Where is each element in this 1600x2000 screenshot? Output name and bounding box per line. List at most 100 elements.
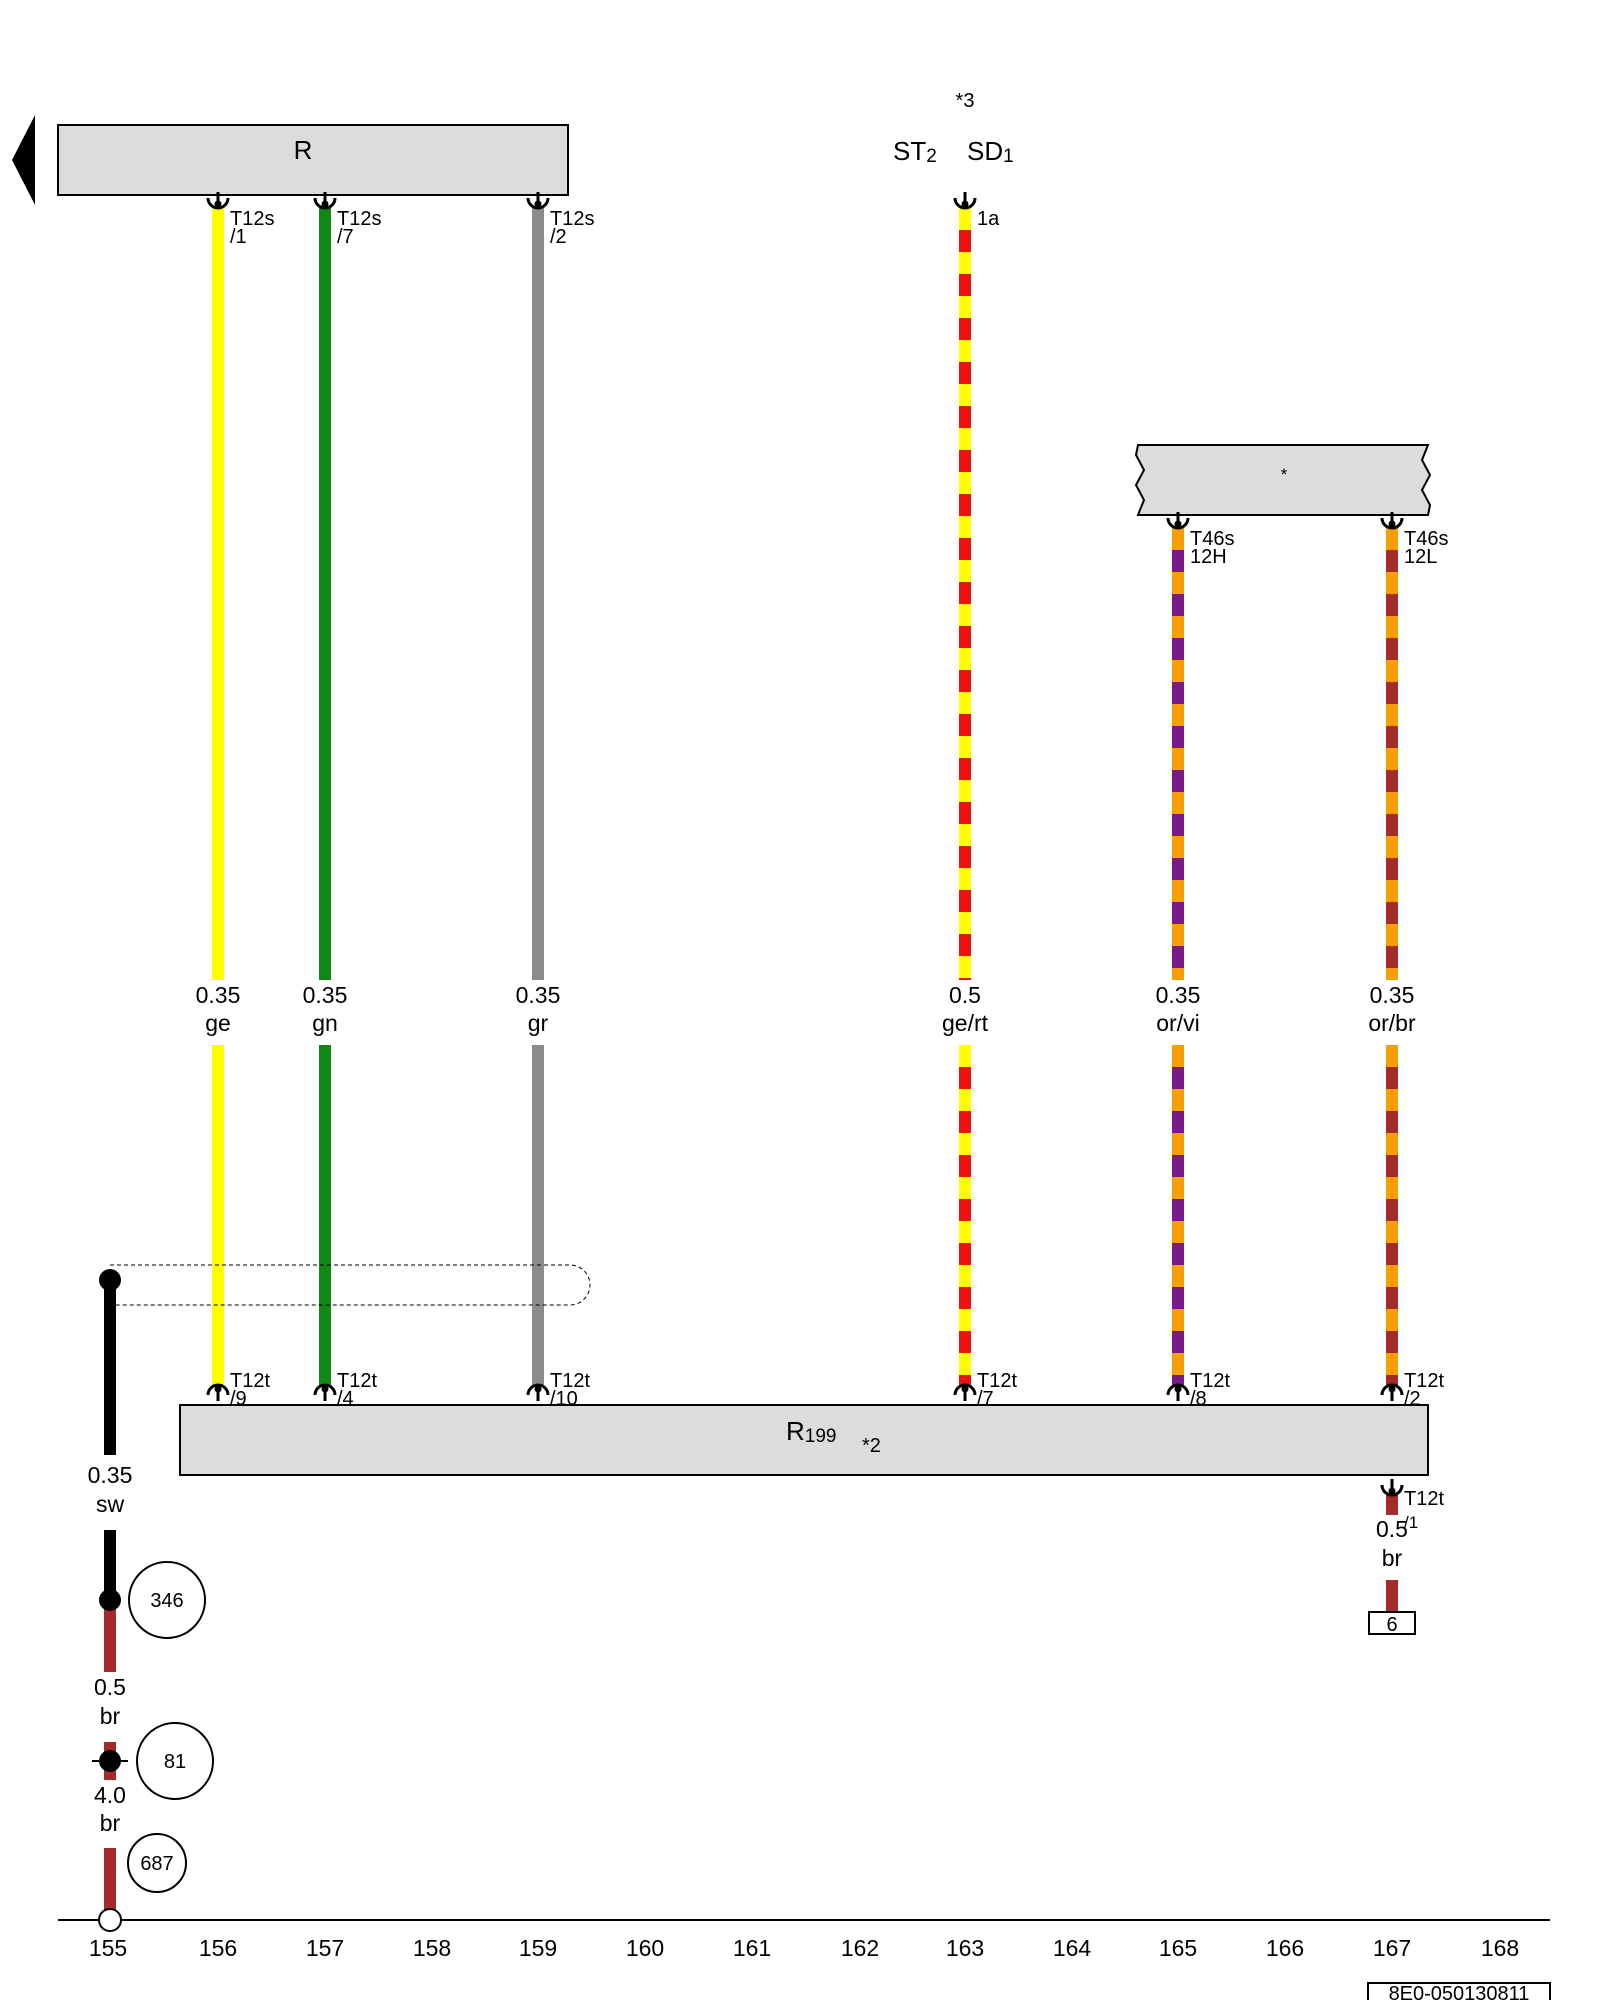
footer-code-box	[1367, 1982, 1551, 2000]
wire-size-label: 0.35	[516, 982, 561, 1008]
sd1-label: SD1	[967, 136, 1014, 167]
bottom-connector-label: T12t	[977, 1370, 1017, 1392]
connector-dot	[321, 1385, 329, 1393]
shield-junction-dot	[99, 1269, 121, 1291]
connector-dot	[534, 1385, 542, 1393]
ref-circle-81	[136, 1722, 214, 1800]
wire-layer	[104, 208, 1398, 1910]
axis-tick-label: 168	[1481, 1935, 1519, 1961]
connector-dot	[1174, 1385, 1182, 1393]
wire-color-label: ge	[205, 1010, 231, 1036]
ground-color-label: sw	[96, 1491, 125, 1517]
axis-tick-label: 167	[1373, 1935, 1411, 1961]
component-r199-label: R199	[786, 1416, 836, 1447]
connector-dot	[1388, 1487, 1396, 1495]
footer-code-label: 8E0-050130811	[1389, 1983, 1530, 2000]
component-layer	[12, 115, 1551, 2000]
top-connector-pin-label: 12L	[1404, 546, 1437, 568]
ref-687-label: 687	[140, 1853, 173, 1875]
pin1-size-label: 0.5	[1376, 1516, 1408, 1542]
pin1-color-label: br	[1382, 1545, 1403, 1571]
bottom-connector-label: T12t	[1190, 1370, 1230, 1392]
axis-tick-label: 161	[733, 1935, 771, 1961]
bottom-connector-label: T12t	[550, 1370, 590, 1392]
top-connector-label: T12s	[230, 208, 274, 230]
bottom-connector-pin-label: /8	[1190, 1388, 1207, 1410]
ground-terminal-circle	[98, 1908, 122, 1932]
pin1-connector-label: T12t	[1404, 1488, 1444, 1510]
component-star-box	[1134, 444, 1432, 516]
pin1-connector-pin-label: /1	[1404, 1513, 1418, 1532]
ground-color-label: br	[100, 1810, 121, 1836]
connector-dot	[961, 1385, 969, 1393]
wire-color-label: gr	[528, 1010, 549, 1036]
axis-tick-label: 157	[306, 1935, 344, 1961]
ground-size-label: 0.35	[88, 1462, 133, 1488]
axis-tick-label: 163	[946, 1935, 984, 1961]
ref-circle-346	[128, 1561, 206, 1639]
connector-dot	[534, 200, 542, 208]
axis-tick-label: 156	[199, 1935, 237, 1961]
st2-label-sub: 2	[926, 146, 937, 167]
axis-tick-label: 165	[1159, 1935, 1197, 1961]
top-connector-label: T46s	[1190, 528, 1234, 550]
component-r-label: R	[294, 135, 313, 165]
axis-tick-label: 158	[413, 1935, 451, 1961]
bottom-connector-pin-label: /10	[550, 1388, 578, 1410]
bottom-connector-pin-label: /4	[337, 1388, 354, 1410]
component-r199-label-main: R	[786, 1416, 805, 1446]
top-connector-pin-label: 12H	[1190, 546, 1227, 568]
top-connector-label: T12s	[337, 208, 381, 230]
top-connector-label: T46s	[1404, 528, 1448, 550]
axis-tick-label: 159	[519, 1935, 557, 1961]
note-3-label: *3	[956, 90, 975, 112]
bottom-connector-pin-label: /7	[977, 1388, 994, 1410]
top-connector-pin-label: /1	[230, 226, 247, 248]
terminal-6-label: 6	[1386, 1614, 1397, 1636]
ground-color-label: br	[100, 1703, 121, 1729]
top-connector-pin-label: /7	[337, 226, 354, 248]
wire-color-label: or/vi	[1156, 1010, 1199, 1036]
bottom-connector-pin-label: /2	[1404, 1388, 1421, 1410]
connector-dot	[961, 200, 969, 208]
wire-size-label: 0.35	[1370, 982, 1415, 1008]
axis-tick-label: 164	[1053, 1935, 1092, 1961]
connector-dot	[214, 200, 222, 208]
bottom-connector-label: T12t	[230, 1370, 270, 1392]
component-r199-box	[179, 1404, 1429, 1476]
ground-size-label: 0.5	[94, 1674, 126, 1700]
component-star-label: *	[1281, 465, 1288, 484]
ref-circle-687	[127, 1833, 187, 1893]
wire-size-label: 0.35	[303, 982, 348, 1008]
ref-81-label: 81	[164, 1751, 186, 1773]
connector-dot	[1174, 520, 1182, 528]
left-arrow-icon	[12, 115, 35, 205]
wire-color-label: ge/rt	[942, 1010, 989, 1036]
component-r199-note: *2	[862, 1435, 881, 1457]
component-r199-label-sub: 199	[805, 1426, 837, 1447]
wire-color-label: gn	[312, 1010, 338, 1036]
wire-size-label: 0.5	[949, 982, 981, 1008]
connector-dot	[321, 200, 329, 208]
wire-size-label: 0.35	[1156, 982, 1201, 1008]
junction-dot-81	[99, 1750, 121, 1772]
bottom-connector-label: T12t	[337, 1370, 377, 1392]
terminal-6-box	[1368, 1611, 1416, 1635]
connector-dot	[1388, 520, 1396, 528]
ref-346-label: 346	[150, 1590, 183, 1612]
top-connector-label: T12s	[550, 208, 594, 230]
junction-dot-346	[99, 1589, 121, 1611]
axis-tick-label: 160	[626, 1935, 664, 1961]
bottom-connector-label: T12t	[1404, 1370, 1444, 1392]
top-connector-label: 1a	[977, 208, 1000, 230]
bottom-connector-pin-label: /9	[230, 1388, 247, 1410]
wire-color-label: or/br	[1368, 1010, 1416, 1036]
axis-tick-label: 155	[89, 1935, 127, 1961]
ground-size-label: 4.0	[94, 1782, 126, 1808]
component-r-box	[57, 124, 569, 196]
sd1-label-sub: 1	[1003, 146, 1014, 167]
shield-loop	[110, 1264, 591, 1306]
connector-dot	[1388, 1385, 1396, 1393]
connector-dot	[214, 1385, 222, 1393]
